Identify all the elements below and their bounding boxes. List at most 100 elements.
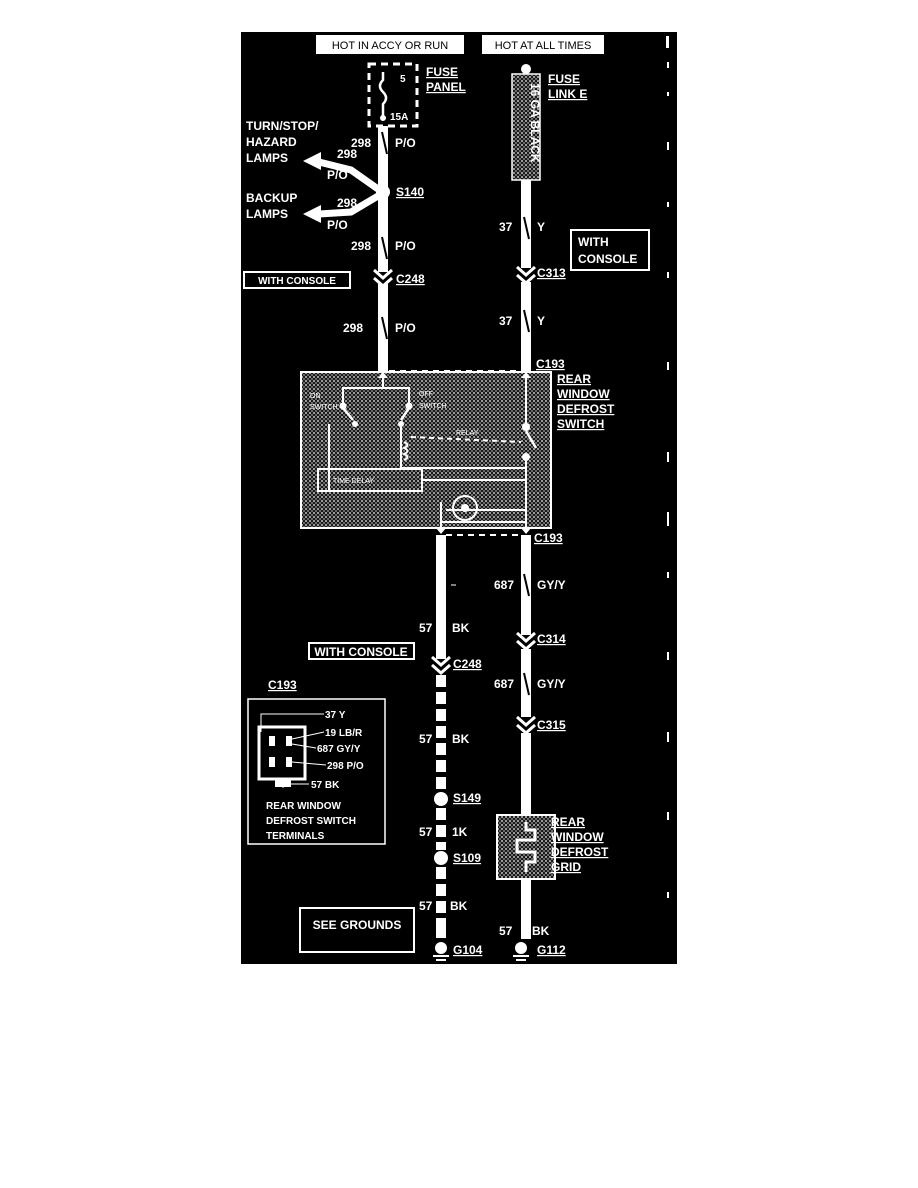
grid-label-1: REAR	[551, 815, 585, 829]
on-switch-label-1: ON	[310, 393, 321, 400]
wire-37-color-2: Y	[537, 314, 545, 328]
pin-label-37y: 37 Y	[325, 710, 346, 721]
wire-298-color-1: P/O	[395, 136, 416, 150]
fuse-symbol-icon	[378, 72, 388, 116]
wire-57-color-2: BK	[452, 732, 470, 746]
fuse-link-terminal-icon	[521, 64, 531, 74]
defrost-switch-label-4: SWITCH	[557, 417, 604, 431]
wire-57-code-4: 57	[419, 899, 433, 913]
branch-wire-turn	[318, 158, 381, 192]
wire-298-color-2: P/O	[395, 239, 416, 253]
wiring-diagram: HOT IN ACCY OR RUN HOT AT ALL TIMES 5 15…	[243, 35, 669, 961]
grid-label-2: WINDOW	[551, 830, 604, 844]
off-switch-label-1: OFF	[419, 391, 433, 398]
indicator-lamp-icon	[452, 495, 478, 521]
turn-lamps-label-3: LAMPS	[246, 151, 288, 165]
fuse-rating: 15A	[390, 112, 408, 123]
defrost-switch-label-1: REAR	[557, 372, 591, 386]
wire-687-to-grid	[521, 733, 531, 815]
connector-c313-icon	[516, 265, 536, 278]
connector-c248-top-icon	[373, 268, 393, 281]
fuse-panel-label-2: PANEL	[426, 80, 466, 94]
fuse-terminal-icon	[380, 115, 386, 121]
connector-c315-label: C315	[537, 718, 566, 732]
wire-687-color-1: GY/Y	[537, 578, 566, 592]
connector-c314-label: C314	[537, 632, 566, 646]
wire-687-code-1: 687	[494, 578, 514, 592]
connector-c193-top-label: C193	[536, 357, 565, 371]
time-delay-label: TIME DELAY	[333, 478, 374, 485]
wire-57-color-1: BK	[452, 621, 470, 635]
fuse-panel-label-1: FUSE	[426, 65, 458, 79]
grid-label-3: DEFROST	[551, 845, 609, 859]
splice-s149-label: S149	[453, 791, 481, 805]
with-console-label-1: WITH CONSOLE	[258, 276, 336, 287]
branch-backup-color: P/O	[327, 218, 348, 232]
pin-label-19lbr: 19 LB/R	[325, 728, 363, 739]
with-console-label-3: WITH CONSOLE	[314, 645, 407, 659]
relay-coil-icon	[401, 441, 409, 461]
splice-s140	[376, 185, 390, 199]
wire-687-code-2: 687	[494, 677, 514, 691]
ground-g112-label: G112	[537, 943, 566, 957]
see-grounds-label: SEE GROUNDS	[313, 918, 402, 932]
with-console-label-2b: CONSOLE	[578, 252, 637, 266]
wire-57-color-3: 1K	[452, 825, 468, 839]
scan-edge-artifacts	[666, 36, 669, 898]
wire-37-color-1: Y	[537, 220, 545, 234]
connector-c248-bottom-icon	[431, 655, 451, 668]
connector-c248-top-label: C248	[396, 272, 425, 286]
wire-298-code-1: 298	[351, 136, 371, 150]
fuse-panel-box	[367, 62, 419, 128]
ground-g112-icon	[515, 942, 527, 954]
wire-37-code-2: 37	[499, 314, 513, 328]
wire-298-color-3: P/O	[395, 321, 416, 335]
connector-view-title: C193	[268, 678, 297, 692]
hot-accy-run-box	[316, 35, 464, 54]
arrow-turn-lamps-icon	[303, 152, 321, 170]
splice-s109-label: S109	[453, 851, 481, 865]
branch-wire-backup	[318, 192, 380, 218]
wire-57-code-5: 57	[499, 924, 513, 938]
on-switch-label-2: SWITCH	[310, 404, 338, 411]
connector-view-box	[247, 698, 386, 845]
grid-label-4: GRID	[551, 860, 581, 874]
pin-label-687gyy: 687 GY/Y	[317, 744, 361, 755]
connector-c315-icon	[516, 715, 536, 728]
fuse-link-label-1: FUSE	[548, 72, 580, 86]
wire-57-code-2: 57	[419, 732, 433, 746]
see-grounds-box	[299, 907, 415, 953]
hot-all-times-box	[482, 35, 604, 54]
wire-57-color-4: BK	[450, 899, 468, 913]
relay-label: RELAY	[456, 430, 479, 437]
branch-turn-code: 298	[337, 147, 357, 161]
ground-g104-icon	[435, 942, 447, 954]
pin-label-57bk: 57 BK	[311, 780, 340, 791]
hot-accy-run-label: HOT IN ACCY OR RUN	[332, 40, 448, 52]
wire-57-upper	[436, 535, 446, 659]
defrost-switch-label-3: DEFROST	[557, 402, 615, 416]
splice-s149	[434, 792, 448, 806]
splice-s140-label: S140	[396, 185, 424, 199]
connector-shell-icon	[257, 725, 307, 781]
wire-57-grid-ground	[521, 879, 531, 939]
wire-57-code-3: 57	[419, 825, 433, 839]
wire-57-color-5: BK	[532, 924, 550, 938]
arrow-backup-lamps-icon	[303, 205, 321, 223]
wire-298-code-2: 298	[351, 239, 371, 253]
wire-687-color-2: GY/Y	[537, 677, 566, 691]
connector-c313-label: C313	[537, 266, 566, 280]
connector-caption-1: REAR WINDOW	[266, 801, 342, 812]
ground-g104-label: G104	[453, 943, 483, 957]
wire-57-code-1: 57	[419, 621, 433, 635]
hot-all-times-label: HOT AT ALL TIMES	[495, 40, 592, 52]
connector-c314-icon	[516, 631, 536, 644]
grid-heater-icon	[515, 822, 537, 872]
wiring-diagram-panel: HOT IN ACCY OR RUN HOT AT ALL TIMES 5 15…	[241, 32, 677, 964]
backup-lamps-label-2: LAMPS	[246, 207, 288, 221]
fuse-link-wire-label: 16 GA BLACK	[528, 83, 542, 163]
wire-37-lower	[521, 282, 531, 372]
backup-lamps-label-1: BACKUP	[246, 191, 297, 205]
fuse-link-label-2: LINK E	[548, 87, 587, 101]
branch-backup-code: 298	[337, 196, 357, 210]
